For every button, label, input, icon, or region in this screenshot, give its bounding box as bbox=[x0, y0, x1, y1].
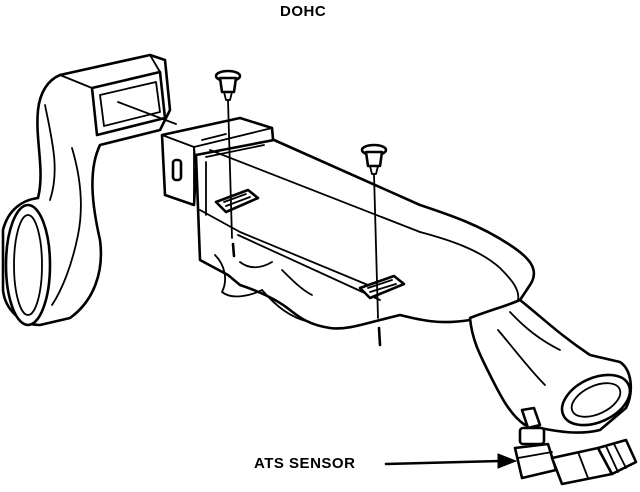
inlet-snorkel bbox=[1, 53, 177, 327]
ats-sensor bbox=[513, 406, 638, 486]
outlet-duct bbox=[468, 298, 633, 434]
main-air-duct bbox=[194, 138, 536, 330]
ats-sensor-label: ATS SENSOR bbox=[254, 455, 356, 472]
diagram-title: DOHC bbox=[280, 3, 327, 20]
clip-tab-front bbox=[358, 274, 406, 300]
push-pin-rear bbox=[214, 69, 242, 258]
push-pin-front bbox=[360, 143, 388, 347]
ats-sensor-leader bbox=[384, 453, 518, 469]
clip-tab-rear bbox=[214, 188, 260, 214]
